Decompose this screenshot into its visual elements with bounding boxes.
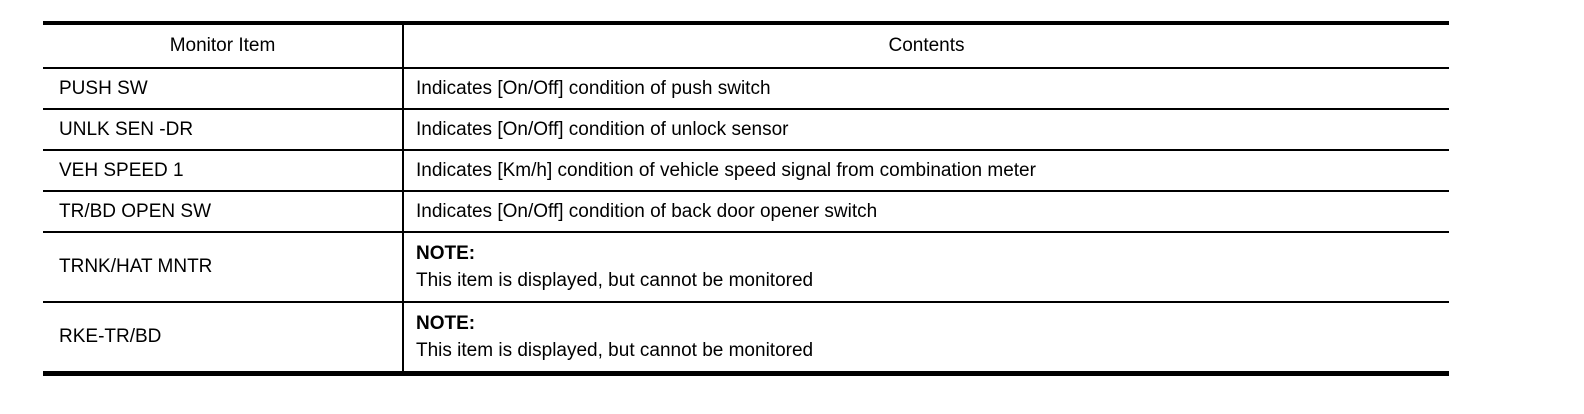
contents-cell: Indicates [On/Off] condition of unlock s… xyxy=(403,109,1449,151)
table-row: TR/BD OPEN SW Indicates [On/Off] conditi… xyxy=(43,191,1449,233)
column-header-contents: Contents xyxy=(403,23,1449,69)
contents-cell: Indicates [On/Off] condition of push swi… xyxy=(403,68,1449,110)
contents-cell: Indicates [On/Off] condition of back doo… xyxy=(403,191,1449,233)
contents-cell: Indicates [Km/h] condition of vehicle sp… xyxy=(403,150,1449,192)
table-row: VEH SPEED 1 Indicates [Km/h] condition o… xyxy=(43,150,1449,192)
table-row: RKE-TR/BD NOTE: This item is displayed, … xyxy=(43,302,1449,375)
table-row: UNLK SEN -DR Indicates [On/Off] conditio… xyxy=(43,109,1449,151)
note-label: NOTE: xyxy=(416,243,476,264)
monitor-item-table: Monitor Item Contents PUSH SW Indicates … xyxy=(43,21,1449,376)
monitor-item-cell: PUSH SW xyxy=(43,68,404,110)
monitor-item-cell: TR/BD OPEN SW xyxy=(43,191,404,233)
note-text: This item is displayed, but cannot be mo… xyxy=(416,270,814,291)
monitor-item-cell: UNLK SEN -DR xyxy=(43,109,404,151)
column-header-monitor-item: Monitor Item xyxy=(43,23,404,69)
note-text: This item is displayed, but cannot be mo… xyxy=(416,340,814,361)
table-row: TRNK/HAT MNTR NOTE: This item is display… xyxy=(43,232,1449,303)
header-row: Monitor Item Contents xyxy=(43,23,1449,69)
note-label: NOTE: xyxy=(416,313,476,334)
monitor-item-cell: VEH SPEED 1 xyxy=(43,150,404,192)
contents-cell: NOTE: This item is displayed, but cannot… xyxy=(403,232,1449,303)
table-row: PUSH SW Indicates [On/Off] condition of … xyxy=(43,68,1449,110)
monitor-item-cell: TRNK/HAT MNTR xyxy=(43,232,404,303)
monitor-item-cell: RKE-TR/BD xyxy=(43,302,404,375)
contents-cell: NOTE: This item is displayed, but cannot… xyxy=(403,302,1449,375)
